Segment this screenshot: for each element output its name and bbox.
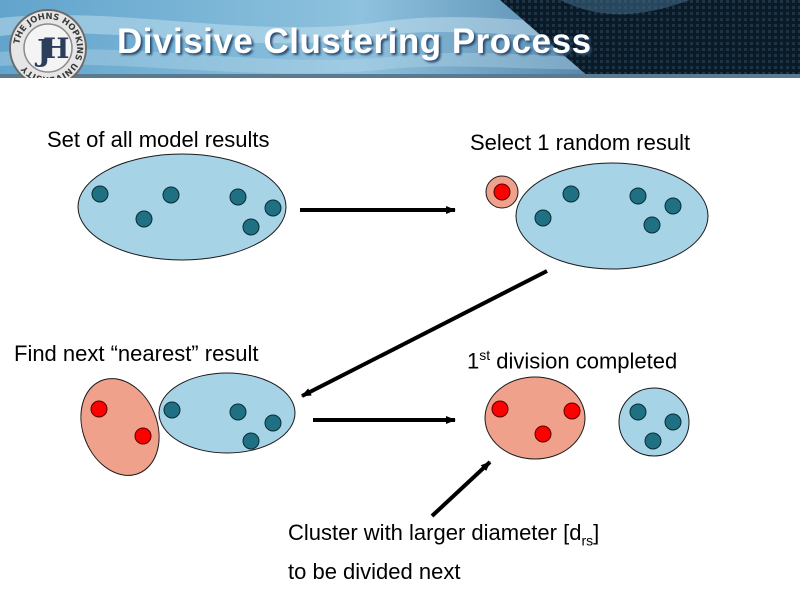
data-point: [264, 199, 282, 217]
clustering-diagram: [77, 153, 709, 518]
data-point: [629, 403, 647, 421]
data-point: [229, 188, 247, 206]
selected-point: [534, 425, 552, 443]
red-cluster: [484, 376, 586, 460]
data-point: [644, 432, 662, 450]
data-point: [664, 197, 682, 215]
banner-background: [0, 0, 800, 78]
data-point: [135, 210, 153, 228]
next-division-note: Cluster with larger diameter [drs] to be…: [288, 517, 599, 587]
data-point: [534, 209, 552, 227]
step-select-label: Select 1 random result: [470, 130, 691, 155]
data-point: [664, 413, 682, 431]
note-line-1: Cluster with larger diameter [drs]: [288, 520, 600, 549]
svg-text:J: J: [34, 34, 51, 69]
data-point: [643, 216, 661, 234]
splinter-cluster: [80, 378, 160, 476]
selected-point: [90, 400, 108, 418]
remaining-cluster: [158, 372, 296, 454]
data-point: [91, 185, 109, 203]
title-banner: Divisive Clustering Process THE JOHNS HO…: [0, 0, 800, 78]
selected-point: [491, 400, 509, 418]
arrow-stage2-to-stage3: [301, 269, 548, 398]
page-title: Divisive Clustering Process: [117, 22, 592, 61]
step-division-label: 1st division completed: [467, 347, 678, 374]
note-line-2: to be divided next: [288, 559, 461, 585]
data-point: [242, 432, 260, 450]
cluster-all: [77, 153, 287, 261]
selected-point: [493, 183, 511, 201]
step-set-label: Set of all model results: [47, 127, 270, 152]
selected-point: [134, 427, 152, 445]
university-seal-logo: THE JOHNS HOPKINS UNIVERSITY J H: [9, 9, 87, 78]
svg-text:H: H: [43, 32, 69, 65]
step-nearest-label: Find next “nearest” result: [14, 341, 259, 366]
data-point: [163, 401, 181, 419]
selected-point: [563, 402, 581, 420]
data-point: [229, 403, 247, 421]
data-point: [162, 186, 180, 204]
arrow-note-to-cluster: [430, 460, 492, 518]
data-point: [264, 414, 282, 432]
data-point: [629, 187, 647, 205]
data-point: [242, 218, 260, 236]
data-point: [562, 185, 580, 203]
